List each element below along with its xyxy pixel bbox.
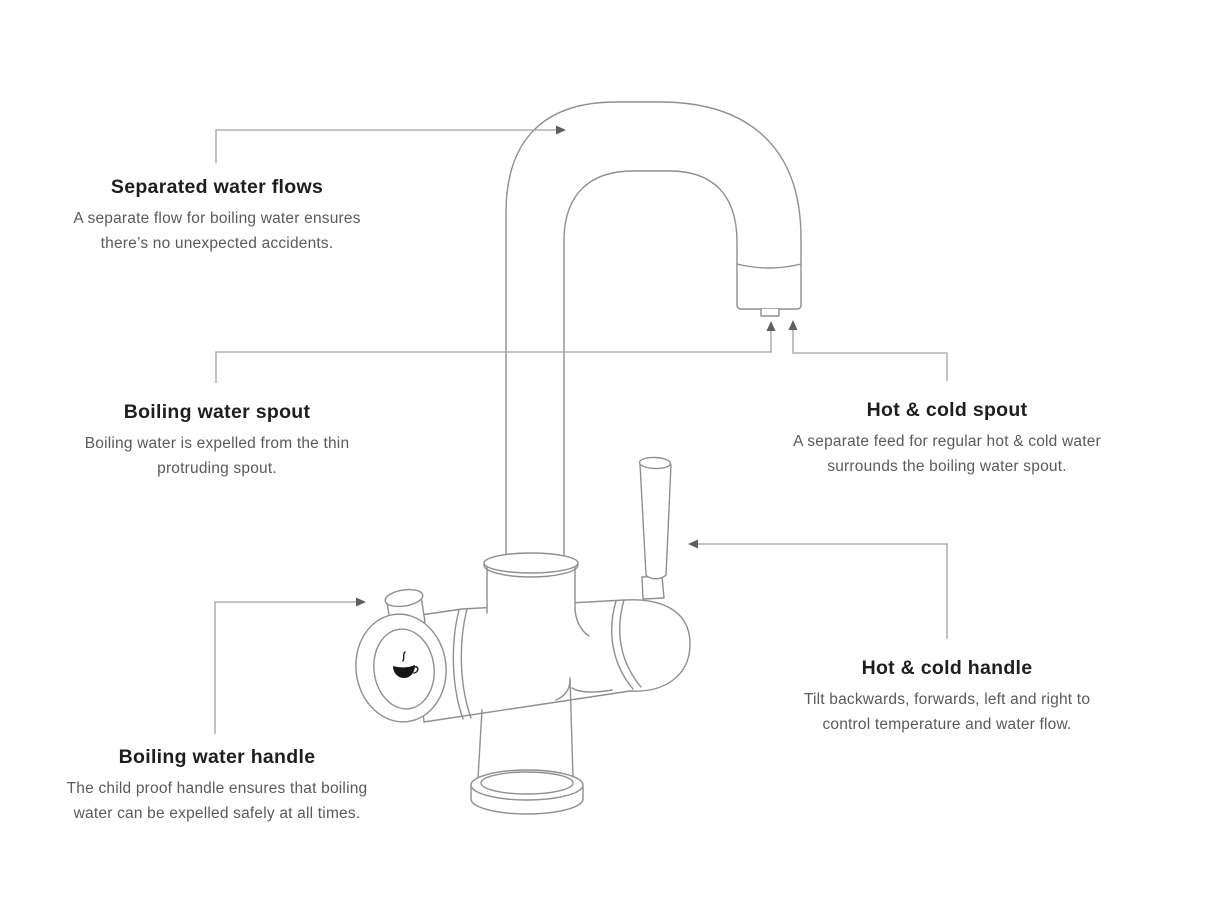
label-boiling-water-spout: Boiling water spout Boiling water is exp… [17,401,417,481]
connector-hot-cold-handle [697,543,948,639]
connector-lines [214,125,948,734]
label-separated-water-flows: Separated water flows A separate flow fo… [17,176,417,256]
faucet-drawing [355,101,802,815]
label-description: The child proof handle ensures that boil… [66,780,368,822]
arrowhead-hot-cold-spout [788,320,798,330]
arrowhead-hot-cold-handle [688,539,698,549]
connector-separated-water-flows [215,129,557,163]
arrowhead-separated-water-flows [556,125,566,135]
boiling-nozzle [760,308,780,317]
groove-ring-left-a [452,609,464,720]
hot-cold-handle [638,456,672,600]
boiling-water-handle [355,613,447,723]
arrowhead-boiling-water-handle [356,597,366,607]
label-description: A separate feed for regular hot & cold w… [793,433,1101,475]
connector-boiling-water-spout [215,328,772,383]
groove-ring-right-b [619,599,642,688]
connector-hot-cold-spout [792,327,948,381]
groove-ring-right-a [611,600,634,690]
groove-ring-left-b [460,608,472,719]
junction-curve-right [571,687,613,693]
label-title: Separated water flows [110,176,324,198]
label-boiling-water-handle: Boiling water handle The child proof han… [17,746,417,826]
arrowhead-boiling-water-spout [766,321,776,331]
faucet-spout [505,101,802,564]
faucet-collar [483,552,579,578]
label-description: A separate flow for boiling water ensure… [73,210,361,252]
spout-tip-divider [736,263,802,269]
label-hot-cold-handle: Hot & cold handle Tilt backwards, forwar… [747,657,1147,737]
hot-drink-icon [393,651,419,678]
label-title: Boiling water handle [118,746,316,768]
label-hot-cold-spout: Hot & cold spout A separate feed for reg… [747,399,1147,479]
label-title: Hot & cold spout [866,399,1028,421]
faucet-cross-body [413,599,691,723]
faucet-base [470,677,584,815]
label-title: Boiling water spout [123,401,311,423]
label-description: Tilt backwards, forwards, left and right… [803,691,1091,733]
connector-boiling-water-handle [214,601,357,734]
label-title: Hot & cold handle [861,657,1033,679]
